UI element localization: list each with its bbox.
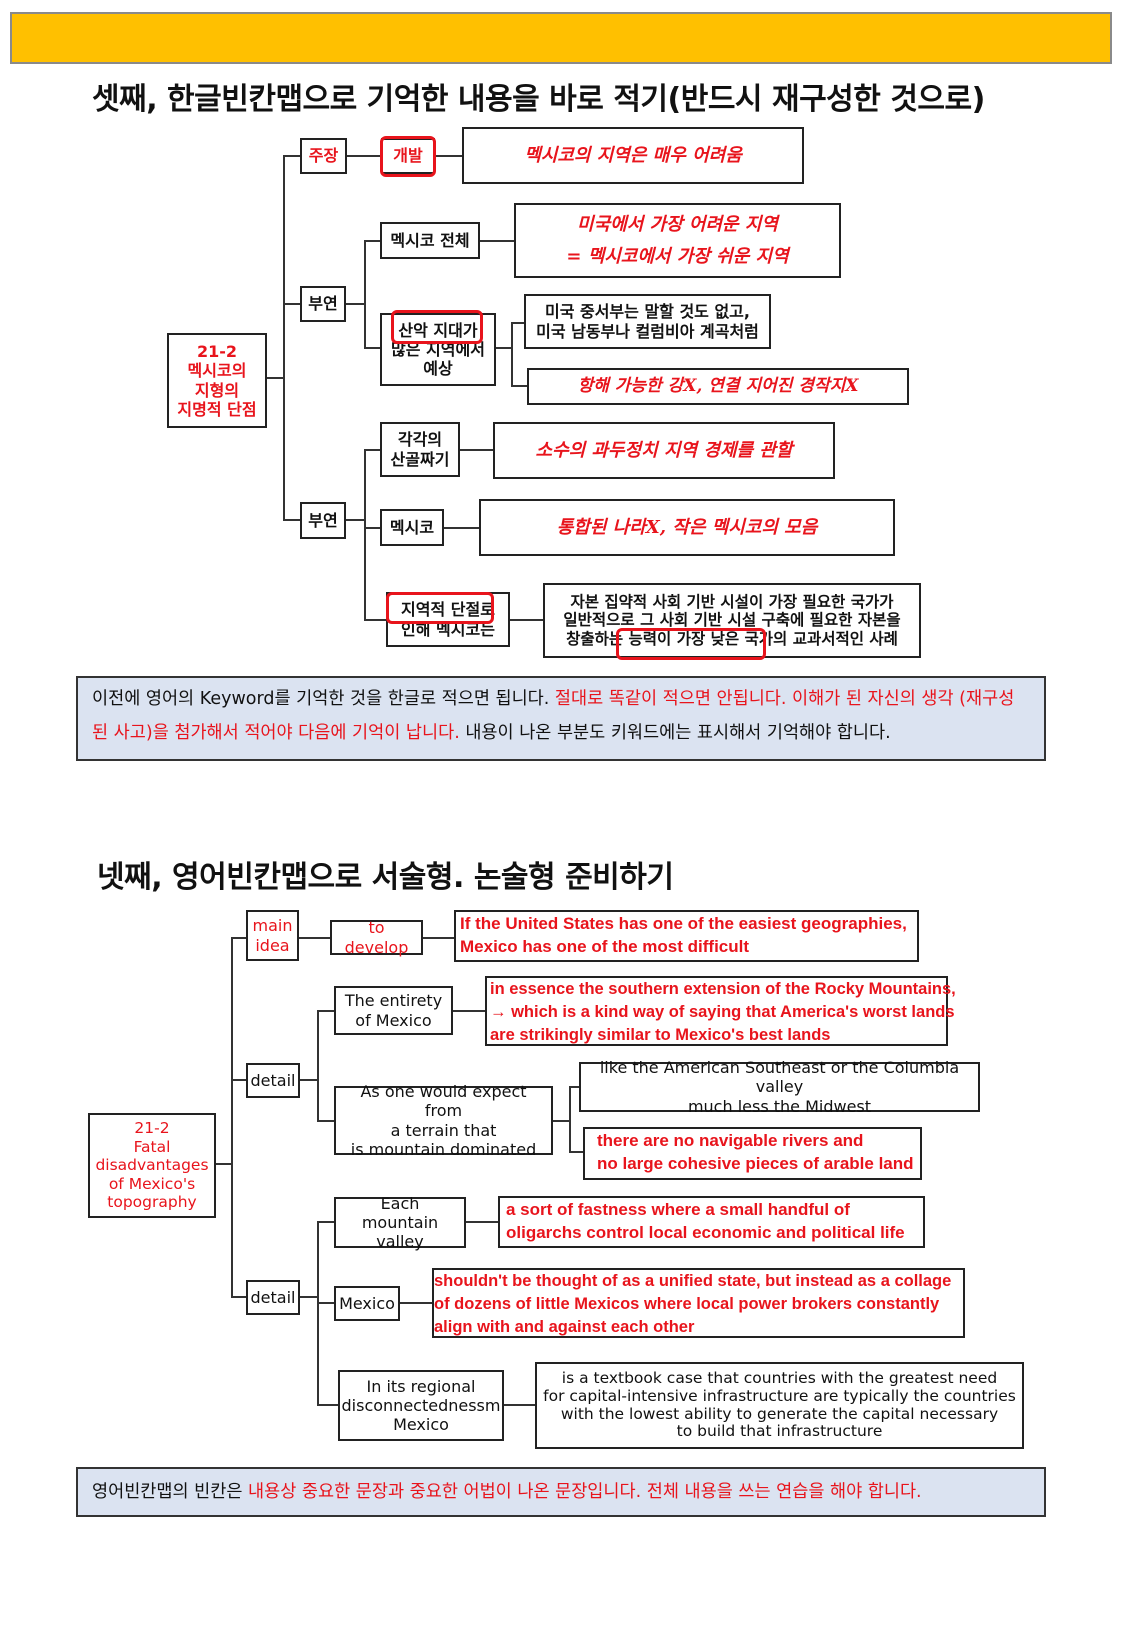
mexico-text: 통합된 나라X, 작은 멕시코의 모음 bbox=[479, 499, 895, 556]
section3-heading: 셋째, 한글빈칸맵으로 기억한 내용을 바로 적기(반드시 재구성한 것으로) bbox=[92, 82, 985, 117]
note-text: 영어빈칸맵의 빈칸은 bbox=[92, 1482, 249, 1502]
note-text: 이전에 영어의 Keyword를 기억한 것을 한글로 적으면 됩니다. bbox=[92, 689, 550, 709]
highlight-marker bbox=[391, 310, 483, 344]
connector bbox=[317, 1120, 334, 1122]
section4-note: 영어빈칸맵의 빈칸은 내용상 중요한 문장과 중요한 어법이 나온 문장입니다.… bbox=[76, 1467, 1046, 1517]
connector bbox=[231, 937, 233, 1297]
connector bbox=[283, 519, 301, 521]
section3-note: 이전에 영어의 Keyword를 기억한 것을 한글로 적으면 됩니다. 절대로… bbox=[76, 676, 1046, 761]
connector bbox=[283, 155, 301, 157]
top-banner bbox=[10, 12, 1112, 64]
mexico-box: 멕시코 bbox=[380, 509, 444, 546]
connector bbox=[364, 527, 380, 529]
mexico-whole-text: 미국에서 가장 어려운 지역 = 멕시코에서 가장 쉬운 지역 bbox=[514, 203, 841, 278]
connector bbox=[364, 619, 386, 621]
connector bbox=[423, 937, 454, 939]
mexico-whole-text-line: 미국에서 가장 어려운 지역 bbox=[577, 213, 778, 235]
connector bbox=[496, 347, 512, 349]
detail-label: 부연 bbox=[300, 502, 346, 539]
main-idea-label: main idea bbox=[246, 910, 299, 961]
terrain-text-2: 항해 가능한 강X, 연결 지어진 경작지X bbox=[527, 368, 909, 405]
connector bbox=[569, 1086, 571, 1152]
claim-keyword: 개발 bbox=[381, 138, 435, 174]
claim-label: 주장 bbox=[300, 138, 347, 174]
connector bbox=[347, 155, 382, 157]
connector bbox=[466, 1221, 498, 1223]
detail-label: detail bbox=[246, 1280, 300, 1315]
connector bbox=[266, 377, 284, 379]
connector bbox=[434, 155, 462, 157]
terrain-box: As one would expect from a terrain that … bbox=[334, 1082, 553, 1159]
connector bbox=[364, 240, 366, 348]
connector bbox=[231, 937, 247, 939]
mexico-box: Mexico bbox=[334, 1286, 400, 1321]
connector bbox=[283, 303, 301, 305]
connector bbox=[364, 449, 380, 451]
mexico-whole-box: 멕시코 전체 bbox=[380, 222, 480, 259]
connector bbox=[460, 449, 493, 451]
connector bbox=[317, 1302, 334, 1304]
mexico-whole-text-line: = 멕시코에서 가장 쉬운 지역 bbox=[566, 245, 789, 267]
connector bbox=[231, 1079, 247, 1081]
connector bbox=[345, 519, 365, 521]
connector bbox=[216, 1163, 232, 1165]
connector bbox=[364, 240, 380, 242]
to-develop-box: to develop bbox=[330, 918, 423, 957]
valley-text: a sort of fastness where a small handful… bbox=[498, 1196, 925, 1248]
detail-label: 부연 bbox=[300, 286, 346, 322]
connector bbox=[511, 322, 513, 386]
connector bbox=[511, 385, 527, 387]
highlight-marker bbox=[386, 592, 494, 624]
valley-text: 소수의 과두정치 지역 경제를 관할 bbox=[493, 422, 835, 479]
connector bbox=[317, 1221, 334, 1223]
connector bbox=[317, 1404, 338, 1406]
connector bbox=[317, 1010, 319, 1121]
connector bbox=[298, 937, 330, 939]
connector bbox=[300, 1296, 318, 1298]
terrain-text-2: there are no navigable rivers and no lar… bbox=[583, 1127, 922, 1180]
connector bbox=[300, 1079, 318, 1081]
valley-box: Each mountain valley bbox=[334, 1194, 466, 1251]
connector bbox=[317, 1221, 319, 1405]
connector bbox=[345, 303, 365, 305]
connector bbox=[511, 322, 525, 324]
connector bbox=[510, 619, 543, 621]
highlight-marker bbox=[380, 136, 436, 177]
note-emphasis: 절대로 똑같이 적으면 안됩니다. 이해가 된 자신의 생각 (재구성된 사고)… bbox=[92, 689, 1015, 743]
connector bbox=[364, 449, 366, 620]
mexico-text: shouldn't be thought of as a unified sta… bbox=[432, 1268, 965, 1338]
main-idea-text: If the United States has one of the easi… bbox=[454, 910, 919, 962]
entirety-text: in essence the southern extension of the… bbox=[485, 976, 956, 1046]
disconnect-text: is a textbook case that countries with t… bbox=[535, 1362, 1024, 1449]
note-text: 내용이 나온 부분도 키워드에는 표시해서 기억해야 합니다. bbox=[459, 723, 891, 743]
claim-text: 멕시코의 지역은 매우 어려움 bbox=[462, 127, 804, 184]
detail-label: detail bbox=[246, 1063, 300, 1098]
connector bbox=[453, 1010, 485, 1012]
connector bbox=[317, 1010, 334, 1012]
root-node: 21-2 Fatal disadvantages of Mexico's top… bbox=[88, 1113, 216, 1218]
highlight-marker bbox=[616, 628, 766, 660]
disconnect-box: In its regional disconnectednessm Mexico bbox=[338, 1370, 504, 1441]
connector bbox=[504, 1404, 535, 1406]
connector bbox=[283, 155, 285, 520]
connector bbox=[480, 240, 514, 242]
disconnect-text: 자본 집약적 사회 기반 시설이 가장 필요한 국가가 일반적으로 그 사회 기… bbox=[543, 583, 921, 658]
root-node: 21-2 멕시코의 지형의 지명적 단점 bbox=[167, 333, 267, 428]
connector bbox=[364, 347, 380, 349]
connector bbox=[553, 1120, 570, 1122]
valley-box: 각각의 산골짜기 bbox=[380, 422, 460, 477]
terrain-text: 미국 중서부는 말할 것도 없고, 미국 남동부나 컬럼비아 계곡처럼 bbox=[524, 294, 771, 349]
section4-heading: 넷째, 영어빈칸맵으로 서술형. 논술형 준비하기 bbox=[97, 860, 674, 895]
connector bbox=[569, 1086, 579, 1088]
terrain-box: 산악 지대가 많은 지역에서 예상 bbox=[380, 313, 496, 386]
connector bbox=[569, 1151, 583, 1153]
terrain-text: like the American Southeast or the Colum… bbox=[579, 1058, 980, 1116]
connector bbox=[231, 1296, 247, 1298]
entirety-box: The entirety of Mexico bbox=[334, 986, 453, 1035]
connector bbox=[400, 1302, 432, 1304]
note-emphasis: 내용상 중요한 문장과 중요한 어법이 나온 문장입니다. 전체 내용을 쓰는 … bbox=[248, 1482, 922, 1502]
connector bbox=[444, 527, 479, 529]
